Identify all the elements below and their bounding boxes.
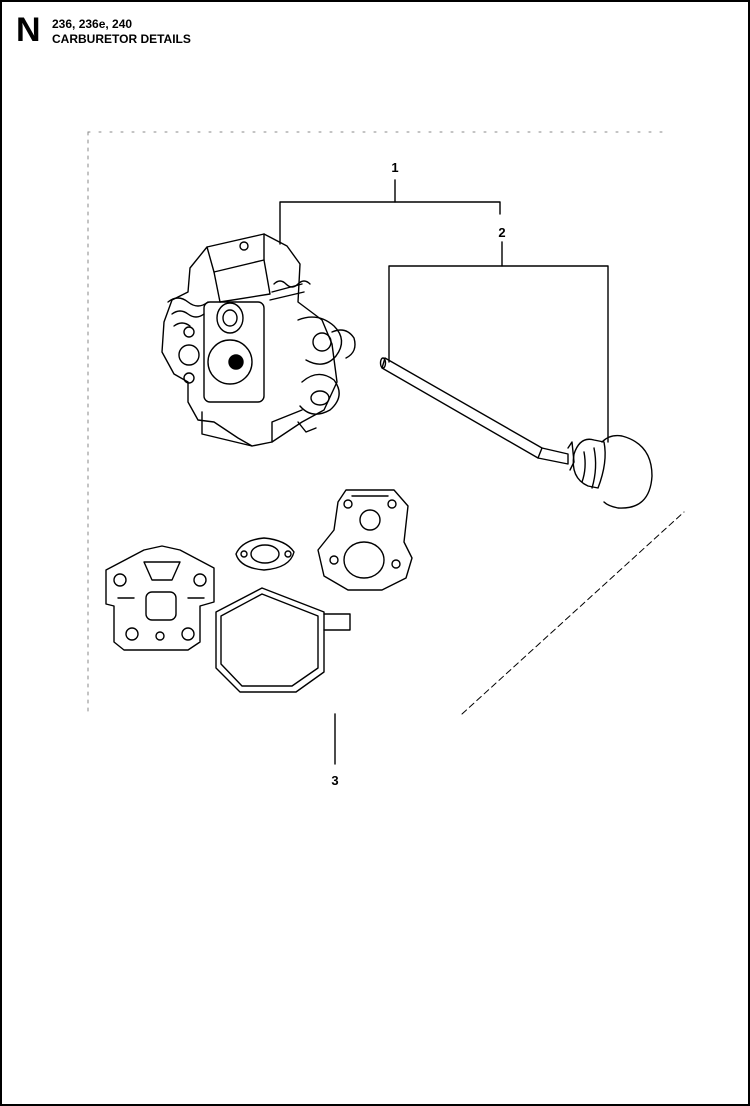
section-letter: N <box>16 11 41 49</box>
callout-3: 3 <box>331 773 338 788</box>
page-title: CARBURETOR DETAILS <box>52 32 191 46</box>
model-numbers: 236, 236e, 240 <box>52 17 133 31</box>
assembly-frame-lines <box>87 131 685 715</box>
callout-1: 1 <box>391 160 398 175</box>
leader-lines <box>279 179 609 765</box>
carburetor-part <box>161 233 356 447</box>
primer-bulb-part <box>379 357 653 509</box>
gasket-kit-part <box>105 489 413 693</box>
callout-2: 2 <box>498 225 505 240</box>
